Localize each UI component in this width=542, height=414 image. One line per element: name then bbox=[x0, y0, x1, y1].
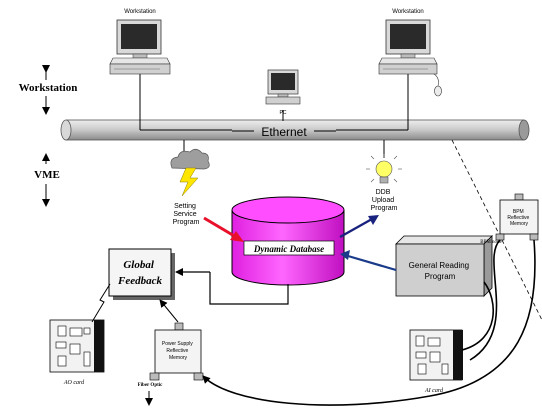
ethernet-label: Ethernet bbox=[261, 125, 307, 139]
ddb-upload-label: DDB Upload Program bbox=[371, 189, 398, 212]
ai-card-label: AI card bbox=[424, 388, 444, 394]
setting-to-database-arrow bbox=[203, 216, 244, 242]
fiber-loop-to-power-memory bbox=[202, 239, 536, 406]
dynamic-database: Dynamic Database bbox=[231, 196, 345, 286]
ddb-upload-program: DDB Upload Program bbox=[366, 154, 402, 212]
bpm-node-boundary bbox=[451, 139, 542, 321]
workstation-right-icon bbox=[378, 19, 438, 75]
workstation-right: Workstation bbox=[378, 9, 442, 97]
dynamic-database-label: Dynamic Database bbox=[253, 244, 324, 254]
tier-workstation: Workstation bbox=[19, 65, 78, 115]
fiber-optic-label: Fiber Optic bbox=[138, 383, 164, 388]
fiber-loop-bpm-to-reading bbox=[461, 239, 501, 361]
ethernet-bus: Ethernet bbox=[60, 119, 530, 141]
general-reading-label: General Reading Program bbox=[409, 261, 472, 281]
bpm-memory-label: BPM Reflective Memory bbox=[507, 209, 530, 227]
workstation-left: Workstation bbox=[109, 9, 171, 75]
setting-service-program: Setting Service Program bbox=[170, 148, 210, 226]
tier-workstation-label: Workstation bbox=[19, 82, 78, 94]
workstation-left-label: Workstation bbox=[124, 9, 156, 15]
ai-card-icon bbox=[409, 329, 463, 381]
bpm-node-label: BPM node bbox=[480, 240, 502, 245]
setting-service-label: Setting Service Program bbox=[173, 203, 200, 226]
pc: PC bbox=[265, 69, 301, 116]
memory-to-feedback-arrow bbox=[159, 299, 179, 323]
ao-card-icon bbox=[49, 319, 105, 373]
database-to-feedback-connector bbox=[175, 268, 289, 305]
pc-icon bbox=[265, 69, 301, 105]
ai-card: AI card bbox=[409, 329, 463, 394]
database-to-upload-arrow bbox=[339, 215, 379, 239]
global-feedback-label: Global Feedback bbox=[117, 259, 162, 287]
tier-vme: VME bbox=[34, 153, 60, 207]
light-bulb-icon bbox=[366, 154, 402, 184]
workstation-right-label: Workstation bbox=[392, 9, 424, 15]
feedback-to-ao-link bbox=[91, 283, 111, 323]
fiber-optic: Fiber Optic bbox=[138, 383, 164, 406]
tier-vme-label: VME bbox=[34, 169, 60, 181]
ao-card-label: AO card bbox=[63, 380, 85, 386]
mouse-icon bbox=[433, 73, 442, 97]
pc-label: PC bbox=[280, 110, 287, 116]
ao-card: AO card bbox=[49, 319, 105, 386]
general-reading-program: General Reading Program bbox=[395, 235, 493, 297]
power-supply-memory-label: Power Supply Reflective Memory bbox=[162, 341, 194, 361]
bpm-node: BPM node BPM Reflective Memory bbox=[451, 139, 542, 321]
workstation-left-icon bbox=[109, 19, 171, 75]
storm-cloud-icon bbox=[170, 148, 210, 197]
global-feedback: Global Feedback bbox=[108, 248, 175, 300]
bus-connectors bbox=[139, 72, 409, 158]
fiber-optic-links bbox=[202, 239, 536, 406]
reading-to-database-arrow bbox=[340, 250, 397, 272]
power-supply-reflective-memory: Power Supply Reflective Memory bbox=[149, 322, 204, 381]
